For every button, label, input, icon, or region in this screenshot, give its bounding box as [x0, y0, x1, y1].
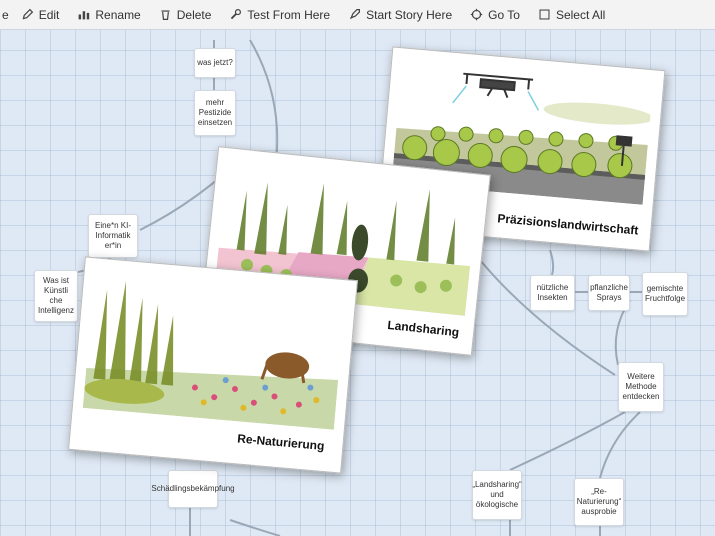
- test-from-here-button[interactable]: Test From Here: [229, 8, 330, 22]
- trash-icon: [161, 10, 170, 20]
- passage-label: „Re-Naturierung“ ausprobie: [576, 487, 622, 516]
- passage-label: Was ist Künstli che Intelligenz: [37, 276, 75, 315]
- rocket-icon: [350, 9, 361, 19]
- passage-gemischte-fruchtfolge[interactable]: gemischte Fruchtfolge: [642, 272, 688, 316]
- passage-schaedlingsbekaempfung[interactable]: Schädlingsbekämpfung: [151, 470, 235, 508]
- passage-renaturierung-ausprobieren[interactable]: „Re-Naturierung“ ausprobie: [574, 478, 624, 526]
- passage-landsharing-oekologisch[interactable]: „Landsharing“ und ökologische: [472, 470, 522, 520]
- passage-weitere-methode[interactable]: Weitere Methode entdecken: [618, 362, 664, 412]
- drone-field-illustration: [391, 72, 654, 205]
- pencil-icon: [22, 8, 33, 20]
- toolbar-partial-label: e: [2, 7, 9, 22]
- go-to-label: Go To: [488, 7, 520, 22]
- card-label-renaturierung: Re-Naturierung: [236, 431, 325, 453]
- passage-label: was jetzt?: [197, 58, 233, 67]
- select-all-label: Select All: [555, 7, 606, 22]
- card-renaturierung: Re-Naturierung: [68, 256, 358, 474]
- passage-label: Schädlingsbekämpfung: [151, 484, 235, 493]
- renaturierung-illustration: [82, 281, 339, 430]
- select-all-button[interactable]: Select All: [538, 8, 605, 22]
- passage-pflanzliche-sprays[interactable]: pflanzliche Sprays: [588, 275, 630, 311]
- edit-label: Edit: [38, 7, 60, 22]
- wrench-icon: [231, 9, 242, 20]
- edit-button[interactable]: Edit: [21, 7, 60, 22]
- start-story-button[interactable]: Start Story Here: [348, 8, 452, 22]
- passage-nuetzliche-insekten[interactable]: nützliche Insekten: [530, 275, 575, 311]
- passage-label: gemischte Fruchtfolge: [645, 284, 686, 303]
- card-label-landsharing: Landsharing: [386, 317, 460, 340]
- bar-chart-icon: [79, 11, 90, 20]
- checkbox-icon: [539, 9, 550, 20]
- passage-was-jetzt[interactable]: was jetzt?: [194, 48, 236, 78]
- delete-label: Delete: [176, 7, 212, 22]
- passage-label: Eine*n KI-Informatik er*in: [94, 221, 132, 250]
- card-praezisionslandwirtschaft: Präzisionslandwirtschaft: [376, 46, 666, 252]
- card-label-praezision: Präzisionslandwirtschaft: [496, 211, 639, 238]
- passage-label: Weitere Methode entdecken: [622, 372, 660, 401]
- passage-label: pflanzliche Sprays: [590, 283, 628, 302]
- passage-label: „Landsharing“ und ökologische: [472, 480, 522, 509]
- passage-mehr-pestizide[interactable]: mehr Pestizide einsetzen: [194, 90, 236, 136]
- target-icon: [470, 8, 483, 21]
- delete-button[interactable]: Delete: [159, 7, 212, 22]
- rename-label: Rename: [95, 7, 141, 22]
- passage-was-ist-ki[interactable]: Was ist Künstli che Intelligenz: [34, 270, 78, 322]
- story-toolbar: e Edit Rename Delete Test From Here Star…: [0, 0, 715, 30]
- go-to-button[interactable]: Go To: [470, 8, 520, 22]
- toolbar-partial-button[interactable]: e: [2, 8, 9, 22]
- passage-label: mehr Pestizide einsetzen: [197, 98, 233, 127]
- test-from-here-label: Test From Here: [247, 7, 331, 22]
- passage-label: nützliche Insekten: [536, 283, 569, 302]
- passage-ki-informatiker[interactable]: Eine*n KI-Informatik er*in: [88, 214, 138, 258]
- start-story-label: Start Story Here: [366, 7, 453, 22]
- rename-button[interactable]: Rename: [77, 7, 141, 22]
